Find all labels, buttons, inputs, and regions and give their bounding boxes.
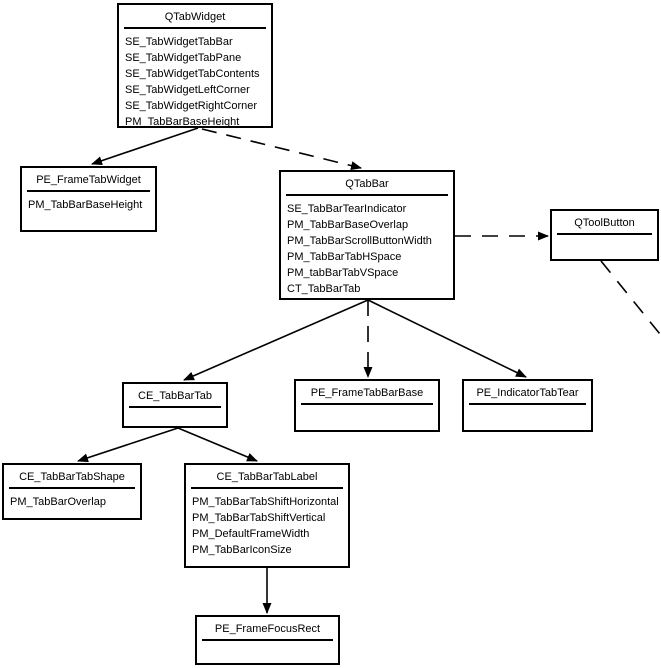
attribute-label: SE_TabWidgetTabPane [125,52,242,64]
attribute-list: PM_TabBarBaseHeight [22,192,155,213]
attribute-label: PM_DefaultFrameWidth [192,528,310,540]
class-box-qtoolbutton: QToolButton [550,209,659,261]
class-title: PE_FrameTabWidget [36,174,141,186]
divider [9,487,135,489]
class-title: CE_TabBarTab [138,390,212,402]
class-title: PE_IndicatorTabTear [476,387,579,399]
divider [191,487,343,489]
attribute-label: PM_TabBarIconSize [192,544,292,556]
class-box-ce_tabbartabshape: CE_TabBarTabShape PM_TabBarOverlap [2,463,142,520]
attribute-label: CT_TabBarTab [287,283,361,295]
divider [27,190,150,192]
attribute-label: PM_TabBarScrollButtonWidth [287,235,432,247]
class-box-pe_framefocusrect: PE_FrameFocusRect [195,615,340,665]
edge-ce_tabbartab-ce_tabbartablabel [177,427,258,462]
edge-ce_tabbartab-ce_tabbartabshape [77,427,179,463]
attribute-label: PM_TabBarTabShiftHorizontal [192,496,339,508]
attribute-label: PM_TabBarTabHSpace [287,251,402,263]
attribute-label: SE_TabBarTearIndicator [287,203,407,215]
class-title: QTabBar [345,178,389,190]
edge-qtabbar-pe_indicatortabtear [367,299,527,378]
divider [124,27,266,29]
attribute-list: SE_TabBarTearIndicator PM_TabBarBaseOver… [281,196,453,297]
class-title: PE_FrameTabBarBase [310,387,424,399]
class-box-pe_frametabwidget: PE_FrameTabWidget PM_TabBarBaseHeight [20,166,157,232]
class-title: PE_FrameFocusRect [214,623,321,635]
class-title: CE_TabBarTabShape [19,471,125,483]
attribute-label: PM_TabBarBaseHeight [28,199,143,211]
class-box-pe_frametabbarbase: PE_FrameTabBarBase [294,379,440,432]
edge-qtabwidget-qtabbar [201,128,362,170]
edge-qtabwidget-pe_frametabwidget [91,127,199,166]
divider [301,403,433,405]
attribute-label: SE_TabWidgetTabBar [125,36,233,48]
attribute-label: SE_TabWidgetLeftCorner [125,84,250,96]
class-box-qtabwidget: QTabWidget SE_TabWidgetTabBar SE_TabWidg… [117,3,273,128]
divider [286,194,448,196]
attribute-list: PM_TabBarTabShiftHorizontal PM_TabBarTab… [186,489,348,558]
attribute-label: SE_TabWidgetTabContents [125,68,260,80]
divider [469,403,586,405]
attribute-label: PM_TabBarOverlap [10,496,106,508]
attribute-label: PM_TabBarTabShiftVertical [192,512,326,524]
attribute-label: SE_TabWidgetRightCorner [125,100,258,112]
class-box-qtabbar: QTabBar SE_TabBarTearIndicator PM_TabBar… [279,170,455,300]
attribute-label: PM_TabBarBaseHeight [125,116,240,128]
divider [202,639,333,641]
edge-qtabbar-ce_tabbartab [183,299,369,381]
attribute-label: PM_tabBarTabVSpace [287,267,399,279]
class-box-ce_tabbartab: CE_TabBarTab [122,382,228,428]
class-box-ce_tabbartablabel: CE_TabBarTabLabel PM_TabBarTabShiftHoriz… [184,463,350,568]
divider [129,406,221,408]
attribute-list: PM_TabBarOverlap [4,489,140,510]
edge-qtoolbutton-offscreen [600,260,661,337]
attribute-label: PM_TabBarBaseOverlap [287,219,409,231]
class-title: QTabWidget [164,11,226,23]
divider [557,233,652,235]
class-title: CE_TabBarTabLabel [216,471,318,483]
attribute-list: SE_TabWidgetTabBar SE_TabWidgetTabPane S… [119,29,271,130]
class-box-pe_indicatortabtear: PE_IndicatorTabTear [462,379,593,432]
class-title: QToolButton [574,217,635,229]
